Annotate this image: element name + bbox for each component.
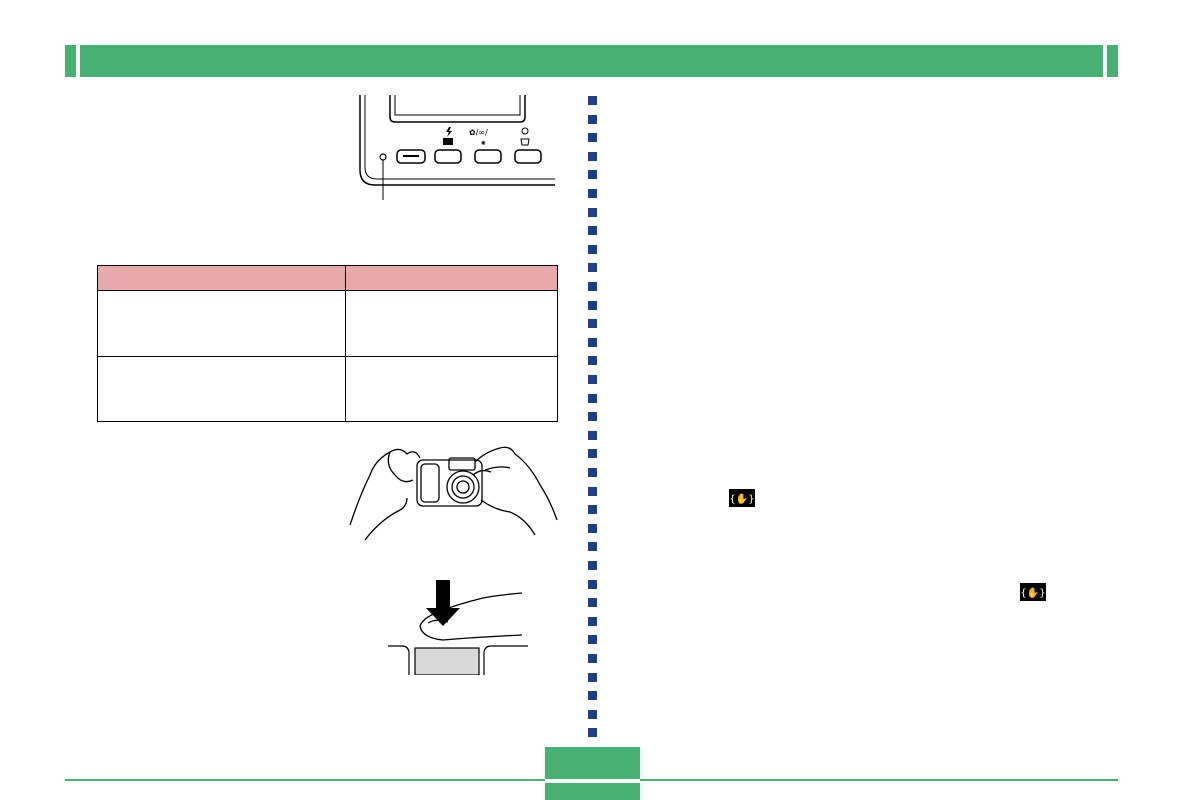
selfie-icon: ⁕ <box>480 139 487 148</box>
flash-folder-button <box>434 149 462 164</box>
macro-selfie-button <box>474 149 502 164</box>
self-timer-icon <box>521 127 529 135</box>
svg-text:✿/∞/: ✿/∞/ <box>469 128 488 137</box>
arrow-down-icon <box>426 580 460 626</box>
divider-dot <box>588 189 597 198</box>
svg-text:⁕: ⁕ <box>480 139 487 148</box>
divider-dot <box>588 338 597 347</box>
camera-shake-warning-icon: {✋} <box>729 489 755 507</box>
divider-dot <box>588 394 597 403</box>
header-bar-gap-right <box>1103 45 1107 77</box>
hands-holding-camera-illustration <box>349 446 558 541</box>
table-header-row <box>97 264 558 292</box>
shutter-button <box>414 647 480 675</box>
divider-dot <box>588 375 597 384</box>
table-row <box>97 290 558 357</box>
table-cell <box>345 290 558 357</box>
divider-dot <box>588 673 597 682</box>
divider-dot <box>588 226 597 235</box>
table-header-cell <box>97 264 346 292</box>
info-table <box>97 264 558 423</box>
column-divider <box>588 96 598 737</box>
page-number-box-gap <box>545 779 640 783</box>
divider-dot <box>588 487 597 496</box>
page-number-box <box>545 747 640 800</box>
divider-dot <box>588 282 597 291</box>
display-button <box>396 149 426 164</box>
table-cell <box>97 290 346 357</box>
folder-icon <box>443 138 453 145</box>
divider-dot <box>588 617 597 626</box>
divider-dot <box>588 691 597 700</box>
divider-dot <box>588 431 597 440</box>
divider-dot <box>588 115 597 124</box>
header-bar-gap-left <box>76 45 80 77</box>
table-cell <box>345 355 558 423</box>
divider-dot <box>588 710 597 719</box>
divider-dot <box>588 468 597 477</box>
divider-dot <box>588 245 597 254</box>
shutter-press-illustration <box>388 580 528 675</box>
divider-dot <box>588 208 597 217</box>
divider-dot <box>588 133 597 142</box>
svg-text:{✋}: {✋} <box>729 492 754 505</box>
divider-dot <box>588 449 597 458</box>
divider-dot <box>588 561 597 570</box>
divider-dot <box>588 412 597 421</box>
divider-dot <box>588 152 597 161</box>
operation-lamp <box>379 153 387 161</box>
divider-dot <box>588 96 597 105</box>
camera-buttons-illustration: ✿/∞/ ⁕ <box>359 95 555 200</box>
divider-dot <box>588 654 597 663</box>
flash-icon <box>446 127 452 137</box>
divider-dot <box>588 356 597 365</box>
divider-dot <box>588 542 597 551</box>
macro-infinity-icon: ✿/∞/ <box>469 128 488 137</box>
divider-dot <box>588 580 597 589</box>
divider-dot <box>588 319 597 328</box>
divider-dot <box>588 598 597 607</box>
timer-delete-button <box>514 149 542 164</box>
delete-icon <box>520 138 530 146</box>
svg-text:{✋}: {✋} <box>1020 586 1045 599</box>
table-cell <box>97 355 346 423</box>
divider-dot <box>588 301 597 310</box>
divider-dot <box>588 524 597 533</box>
divider-dot <box>588 635 597 644</box>
divider-dot <box>588 728 597 737</box>
table-row <box>97 355 558 423</box>
divider-dot <box>588 170 597 179</box>
divider-dot <box>588 505 597 514</box>
table-header-cell <box>345 264 558 292</box>
header-bar <box>65 45 1118 77</box>
divider-dot <box>588 263 597 272</box>
camera-shake-warning-icon: {✋} <box>1020 583 1046 601</box>
